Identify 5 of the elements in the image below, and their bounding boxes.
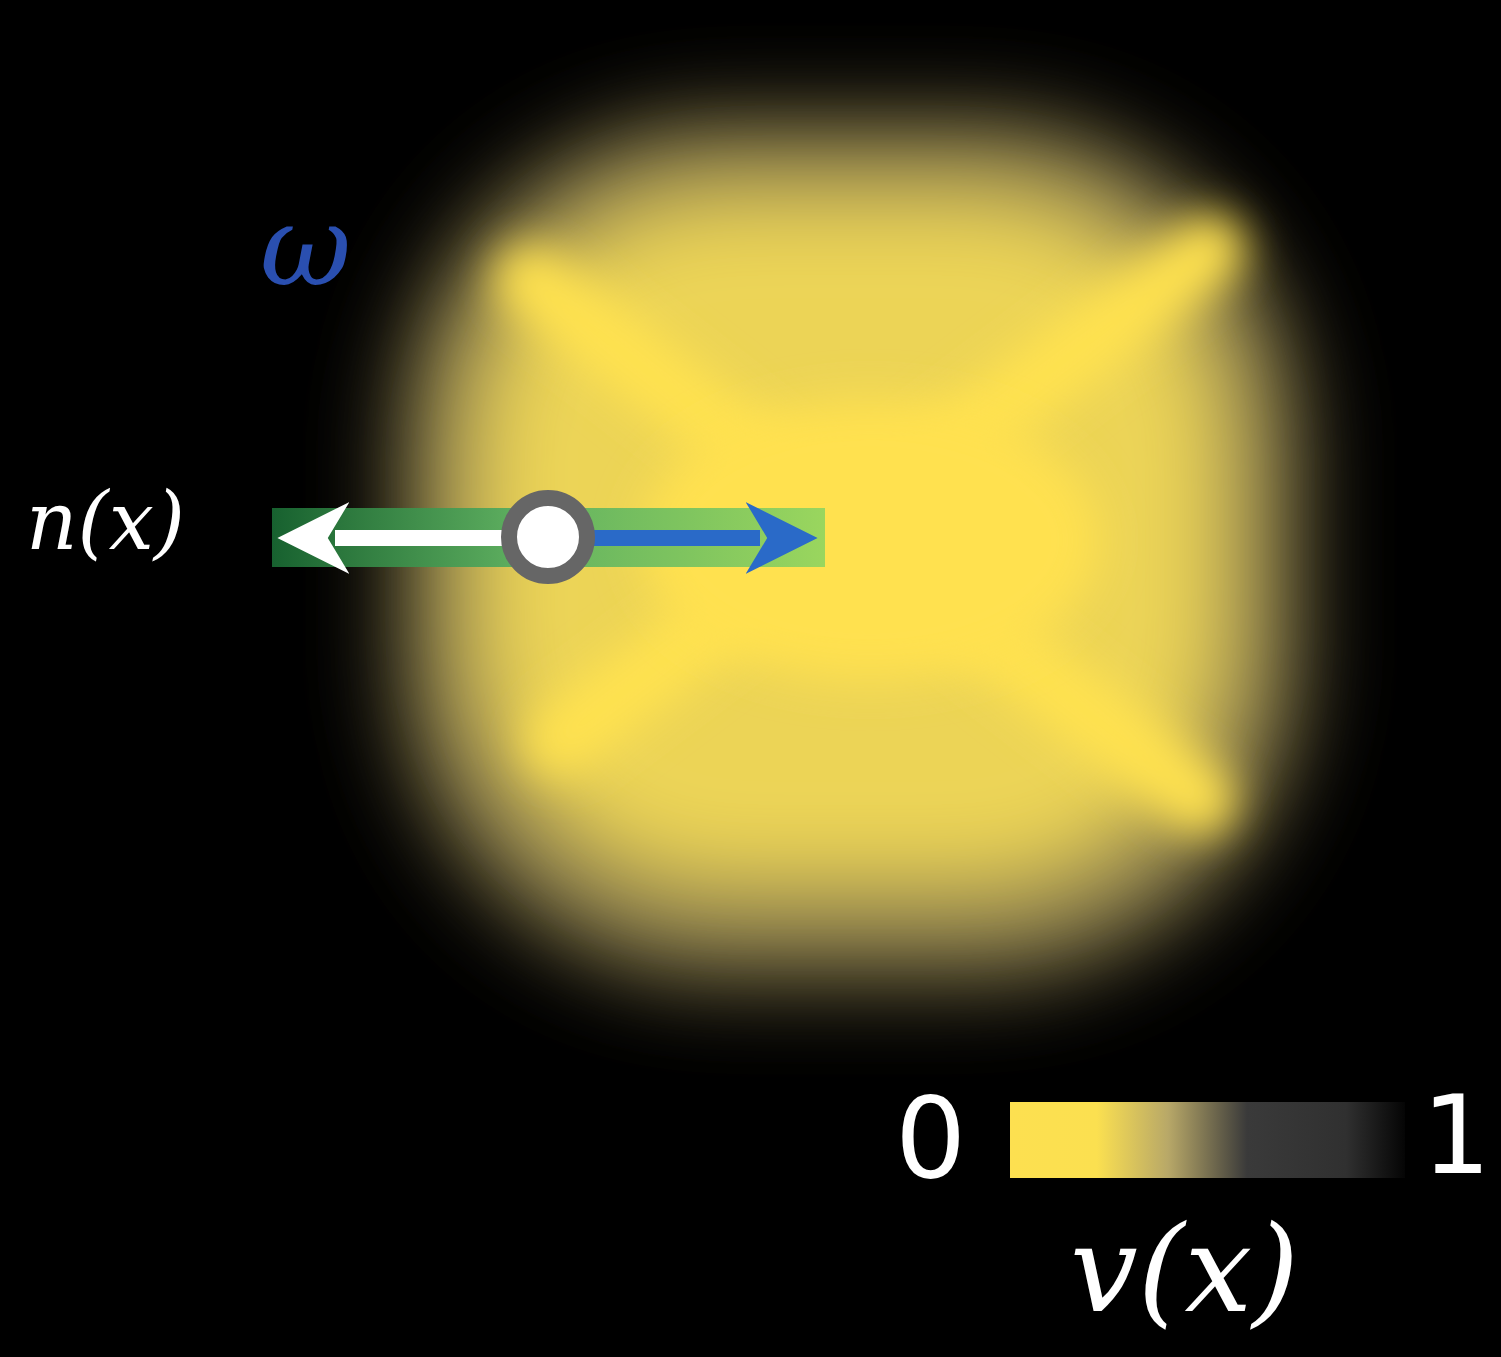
scale-label: 1	[1422, 1082, 1491, 1190]
axis-label: n(x)	[26, 482, 186, 562]
axis-label: v(x)	[1070, 1210, 1300, 1330]
symbol-label: ω	[260, 190, 352, 302]
scale-label: 0	[895, 1082, 967, 1194]
